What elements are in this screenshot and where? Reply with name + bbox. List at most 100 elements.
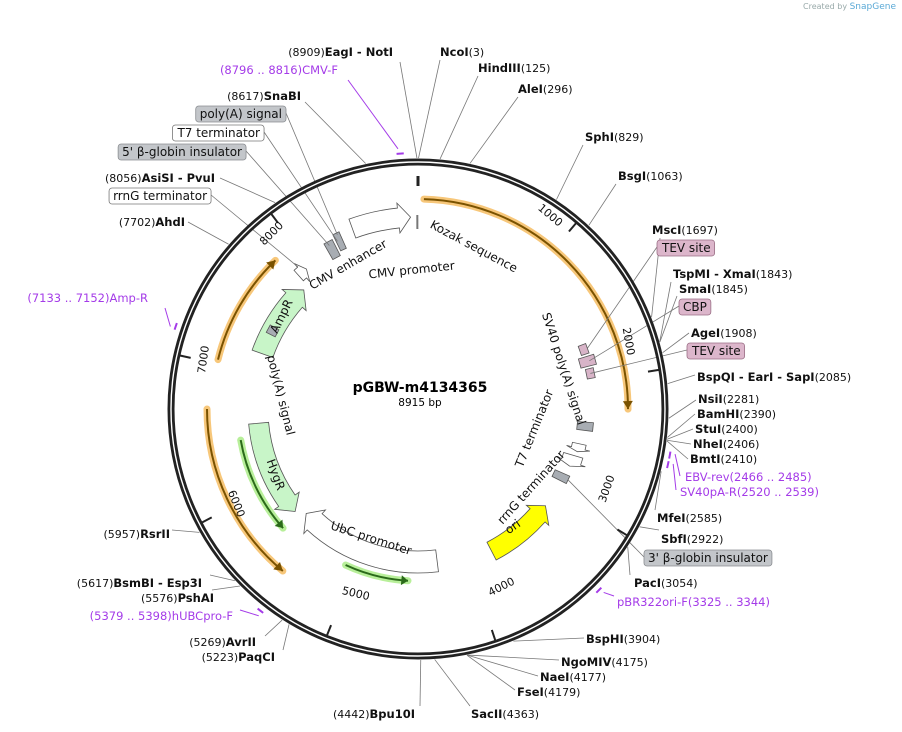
enzyme-site-label[interactable]: (5223)PaqCI [202,650,275,664]
feature-label-box[interactable] [656,239,716,257]
enzyme-name: NheI [693,437,723,451]
primer-label[interactable]: pBR322ori-F(3325 .. 3344) [617,595,770,609]
tick-label: 4000 [486,575,517,599]
enzyme-site-label[interactable]: (5269)AvrII [189,635,256,649]
primer-label[interactable]: (7133 .. 7152)Amp-R [27,291,148,305]
enzyme-site-label[interactable]: BmtI(2410) [690,452,757,466]
enzyme-site-label[interactable]: (5957)RsrII [103,527,170,541]
enzyme-site-label[interactable]: (5576)PshAI [141,591,214,605]
hygr-feature[interactable] [248,421,300,512]
enzyme-site-label[interactable]: MscI(1697) [652,223,718,237]
enzyme-site-label[interactable]: NgoMIV(4175) [561,655,648,669]
primer-range: (2466 .. 2485) [730,470,812,484]
feature-label-text: CBP [683,300,707,314]
enzyme-name: SphI [585,130,614,144]
enzyme-site-label[interactable]: AgeI(1908) [691,326,757,340]
enzyme-site-label[interactable]: BspHI(3904) [586,632,660,646]
enzyme-site-label[interactable]: HindIII(125) [478,61,550,75]
enzyme-site-label[interactable]: FseI(4179) [517,685,580,699]
hygr-orf-arc[interactable] [239,439,284,529]
rrng-terminator-box[interactable] [551,469,571,485]
enzyme-site-label[interactable]: BspQI - EarI - SapI(2085) [697,370,851,384]
enzyme-position: (2390) [739,408,776,421]
enzyme-position: (3) [469,46,485,59]
enzyme-site-label[interactable]: (8617)SnaBI [227,89,301,103]
enzyme-leader-line [666,440,689,460]
primer-label[interactable]: EBV-rev(2466 .. 2485) [685,470,812,484]
feature-label-box[interactable] [686,342,746,360]
ampr-feature[interactable] [251,289,307,359]
enzyme-name: NaeI [540,670,569,684]
orf-arc-left-upper[interactable] [217,259,277,360]
enzyme-leader-line [627,546,631,576]
enzyme-name: PaqCI [238,650,275,664]
primer-range: (5379 .. 5398) [90,609,172,623]
enzyme-site-label[interactable]: PacI(3054) [634,576,698,590]
plasmid-name: pGBW-m4134365 [353,380,488,396]
feature-label-box[interactable] [195,105,287,123]
enzyme-site-label[interactable]: SbfI(2922) [661,532,723,546]
primer-label[interactable]: (5379 .. 5398)hUBCpro-F [90,609,233,623]
enzyme-leader-line [399,61,418,159]
t7-terminator-feature[interactable] [566,441,591,453]
primer-range: (8796 .. 8816) [220,63,302,77]
primer-label[interactable]: SV40pA-R(2520 .. 2539) [680,485,819,499]
enzyme-site-label[interactable]: (7702)AhdI [119,215,185,229]
cbp-box[interactable] [577,353,597,369]
enzyme-leader-line [187,221,229,245]
enzyme-site-label[interactable]: BamHI(2390) [697,407,776,421]
tev-site-box-2[interactable] [584,367,596,380]
enzyme-site-label[interactable]: NsiI(2281) [698,392,759,406]
enzyme-leader-line [171,529,200,533]
orf-arc-right[interactable] [423,198,630,410]
enzyme-site-label[interactable]: NheI(2406) [693,437,759,451]
enzyme-name: SnaBI [264,89,301,103]
enzyme-site-label[interactable]: SacII(4363) [471,707,539,721]
feature-label-box[interactable] [172,124,265,142]
backbone-ring-gap [170,161,666,657]
enzyme-site-label[interactable]: NcoI(3) [440,45,484,59]
enzyme-site-label[interactable]: (8056)AsiSI - PvuI [105,171,215,185]
enzyme-site-label[interactable]: MfeI(2585) [657,511,722,525]
primer-range: (2520 .. 2539) [737,485,819,499]
ori-feature[interactable] [486,504,550,561]
enzyme-site-label[interactable]: TspMI - XmaI(1843) [673,267,792,281]
enzyme-site-label[interactable]: (8909)EagI - NotI [288,45,393,59]
orf-arc-left-lower[interactable] [206,409,284,572]
tev-site-box-1[interactable] [577,342,590,357]
enzyme-site-label[interactable]: NaeI(4177) [540,670,606,684]
ubc-promoter-feature[interactable] [303,509,439,574]
feature-label-box[interactable] [643,549,773,567]
orf-arc-left-upper-arrowhead-icon [266,260,276,270]
cmv-enhancer-feature[interactable] [348,201,412,239]
polya-signal-left-box[interactable] [265,324,280,338]
enzyme-name: AvrII [226,635,256,649]
enzyme-position: (5269) [189,636,226,649]
enzyme-site-label[interactable]: (5617)BsmBI - Esp3I [77,576,202,590]
enzyme-site-label[interactable]: BsgI(1063) [618,169,683,183]
sv40-polya-box[interactable] [576,421,594,432]
rrng-terminator-small-feature[interactable] [293,263,311,283]
enzyme-leader-line [659,281,672,342]
feature-label-box[interactable] [108,187,212,205]
enzyme-site-label[interactable]: AleI(296) [518,82,573,96]
enzyme-position: (2400) [721,423,758,436]
enzyme-leader-line [304,101,366,164]
tick-mark [647,368,659,373]
feature-label-box[interactable] [678,298,712,316]
rrng-terminator-feature[interactable] [556,451,586,468]
ubc-orf-arc-arrowhead-icon [400,575,409,586]
enzyme-position: (4177) [569,671,606,684]
feature-label-box[interactable] [117,143,247,161]
enzyme-site-label[interactable]: (4442)Bpu10I [333,707,415,721]
primer-range: (3325 .. 3344) [688,595,770,609]
enzyme-name: BsmBI - Esp3I [113,576,202,590]
enzyme-site-label[interactable]: SphI(829) [585,130,644,144]
backbone [167,158,669,660]
primer-label[interactable]: (8796 .. 8816)CMV-F [220,63,338,77]
enzyme-site-label[interactable]: StuI(2400) [695,422,758,436]
enzyme-leader-line [219,177,276,203]
enzyme-site-label[interactable]: SmaI(1845) [679,282,748,296]
enzyme-position: (4442) [333,708,370,721]
enzyme-leader-line [662,332,690,354]
